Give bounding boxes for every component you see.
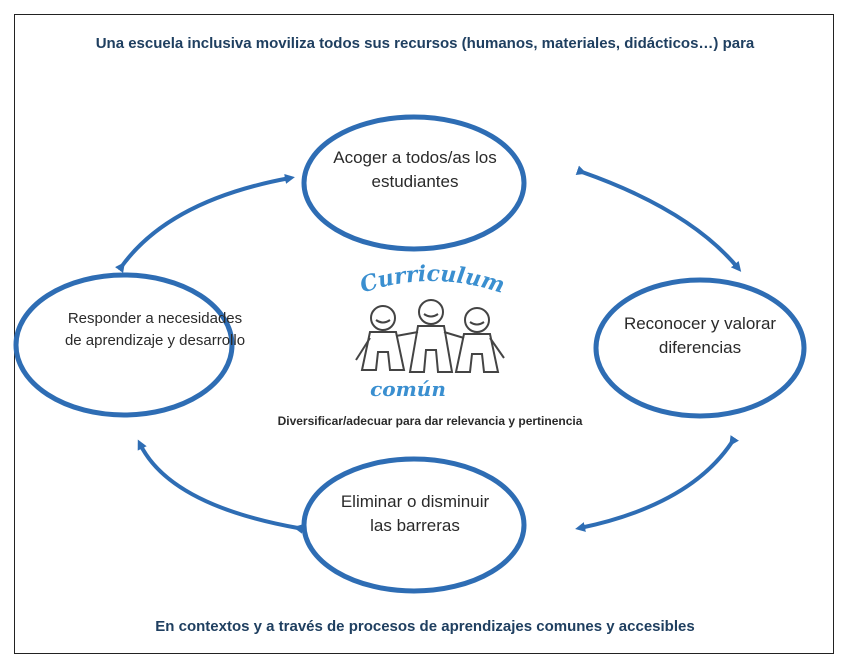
node-top-label: Acoger a todos/as los estudiantes (333, 148, 497, 191)
node-bottom-ellipse (301, 456, 527, 594)
node-right-ellipse (593, 277, 807, 419)
diagram-title: Una escuela inclusiva moviliza todos sus… (95, 35, 755, 52)
node-top-ellipse (301, 114, 527, 252)
arrow-left-to-top (115, 173, 295, 273)
node-left-label: Responder a necesidades de aprendizaje y… (64, 310, 246, 349)
node-bottom-label: Eliminar o disminuir las barreras (340, 492, 490, 535)
diagram-footer: En contextos y a través de procesos de a… (155, 618, 695, 635)
curriculum-logo: Curriculum común (355, 261, 508, 401)
node-left-ellipse (13, 272, 235, 418)
logo-top-text: Curriculum (357, 261, 508, 299)
arrow-bottom-to-left (137, 439, 304, 534)
diagram-frame (14, 14, 834, 654)
arrow-top-to-right (575, 165, 742, 272)
center-band-label: Diversificar/adecuar para dar relevancia… (232, 402, 628, 440)
node-right-label: Reconocer y valorar diferencias (623, 314, 777, 357)
svg-text:Curriculum: Curriculum (357, 261, 508, 299)
logo-bottom-text: común (370, 377, 446, 401)
children-figures-icon (355, 299, 505, 373)
arrow-right-to-bottom (575, 435, 739, 532)
